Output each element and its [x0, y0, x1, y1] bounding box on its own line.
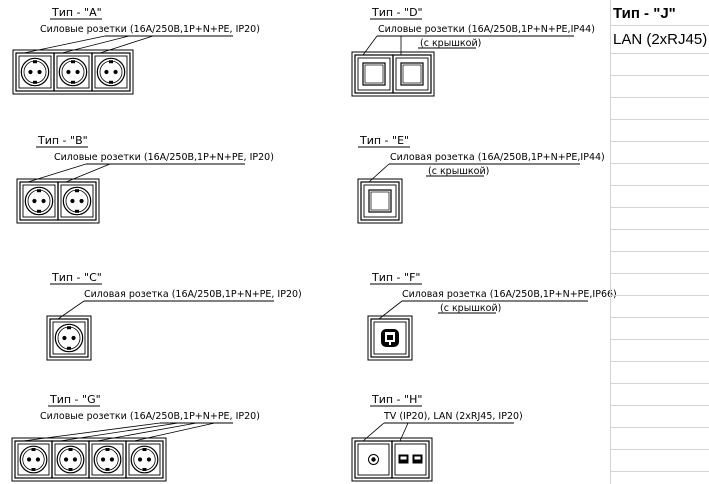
sheet-cell[interactable]	[610, 76, 709, 98]
lid-socket-icon	[360, 181, 400, 221]
sheet-cell[interactable]	[610, 340, 709, 362]
schuko-socket-icon	[57, 181, 97, 221]
column-border-left	[610, 0, 611, 484]
block-description: Силовые розетки (16А/250В,1P+N+PE, IP20)	[40, 411, 260, 422]
socket-block-f: Тип - "F" Силовая розетка (16А/250В,1P+N+…	[367, 271, 617, 361]
sheet-cell-type-j-text: Тип - "J"	[613, 5, 676, 22]
schuko-socket-icon	[91, 52, 131, 92]
sheet-cell[interactable]	[610, 384, 709, 406]
sheet-cell[interactable]	[610, 428, 709, 450]
schuko-socket-icon	[125, 440, 164, 479]
schuko-socket-icon	[14, 440, 53, 479]
spreadsheet-column: Тип - "J" LAN (2xRJ45)	[610, 0, 709, 484]
socket-block-e: Тип - "E" Силовая розетка (16А/250В,1P+N+…	[357, 134, 605, 224]
sheet-cell[interactable]	[610, 252, 709, 274]
socket-block-b: Тип - "B" Силовые розетки (16А/250В,1P+N+…	[16, 134, 274, 224]
ip66-socket-icon	[370, 318, 410, 358]
block-description: Силовая розетка (16А/250В,1P+N+PE,IP44)	[390, 152, 605, 163]
lid-socket-icon	[354, 54, 394, 94]
block-title: Тип - "A"	[51, 6, 102, 19]
sheet-cell[interactable]	[610, 98, 709, 120]
sheet-cell-lan[interactable]: LAN (2xRJ45)	[610, 26, 709, 54]
block-description: Силовая розетка (16А/250В,1P+N+PE, IP20)	[84, 289, 302, 300]
block-description: Силовые розетки (16А/250В,1P+N+PE, IP20)	[40, 24, 260, 35]
block-description: Силовая розетка (16А/250В,1P+N+PE,IP66)	[402, 289, 617, 300]
sheet-cell[interactable]	[610, 164, 709, 186]
tv-socket-icon	[354, 440, 393, 479]
block-description: Силовые розетки (16А/250В,1P+N+PE, IP20)	[54, 152, 274, 163]
sheet-cell[interactable]	[610, 54, 709, 76]
block-title: Тип - "C"	[51, 271, 102, 284]
schuko-socket-icon	[15, 52, 55, 92]
block-title: Тип - "H"	[371, 393, 422, 406]
block-title: Тип - "G"	[49, 393, 101, 406]
block-title: Тип - "B"	[37, 134, 88, 147]
schuko-socket-icon	[51, 440, 90, 479]
schuko-socket-icon	[19, 181, 59, 221]
socket-block-h: Тип - "H" TV (IP20), LAN (2xRJ45, IP20)	[351, 393, 523, 482]
schuko-socket-icon	[49, 318, 89, 358]
block-subdescription: (с крышкой)	[440, 303, 501, 314]
sheet-cell[interactable]	[610, 406, 709, 428]
socket-block-c: Тип - "C" Силовая розетка (16А/250В,1P+N+…	[46, 271, 302, 361]
block-title: Тип - "F"	[371, 271, 420, 284]
sheet-cell[interactable]	[610, 296, 709, 318]
sheet-cell[interactable]	[610, 142, 709, 164]
sheet-cell-lan-text: LAN (2xRJ45)	[613, 31, 708, 48]
sheet-cell-type-j[interactable]: Тип - "J"	[610, 0, 709, 26]
block-title: Тип - "D"	[371, 6, 423, 19]
sheet-cell[interactable]	[610, 186, 709, 208]
socket-block-g: Тип - "G" Силовые розетки (16А/250В,1P+N+…	[11, 393, 260, 482]
block-subdescription: (с крышкой)	[420, 38, 481, 49]
block-description: Силовые розетки (16А/250В,1P+N+PE,IP44)	[378, 24, 595, 35]
sheet-cell[interactable]	[610, 318, 709, 340]
socket-block-d: Тип - "D" Силовые розетки (16А/250В,1P+N+…	[351, 6, 595, 97]
sheet-cell[interactable]	[610, 472, 709, 484]
schuko-socket-icon	[88, 440, 127, 479]
block-title: Тип - "E"	[359, 134, 409, 147]
sheet-cell[interactable]	[610, 120, 709, 142]
sheet-cell[interactable]	[610, 362, 709, 384]
lan-socket-icon	[391, 440, 430, 479]
sheet-cell[interactable]	[610, 450, 709, 472]
socket-block-a: Тип - "A" Силовые розетки (16А/250В,1P+N+…	[12, 6, 260, 95]
sheet-cell[interactable]	[610, 230, 709, 252]
lid-socket-icon	[392, 54, 432, 94]
sheet-cell[interactable]	[610, 274, 709, 296]
sheet-cell[interactable]	[610, 208, 709, 230]
cad-drawing: Тип - "A" Силовые розетки (16А/250В,1P+N+…	[11, 6, 617, 482]
block-subdescription: (с крышкой)	[428, 166, 489, 177]
schuko-socket-icon	[53, 52, 93, 92]
block-description: TV (IP20), LAN (2xRJ45, IP20)	[383, 411, 523, 422]
